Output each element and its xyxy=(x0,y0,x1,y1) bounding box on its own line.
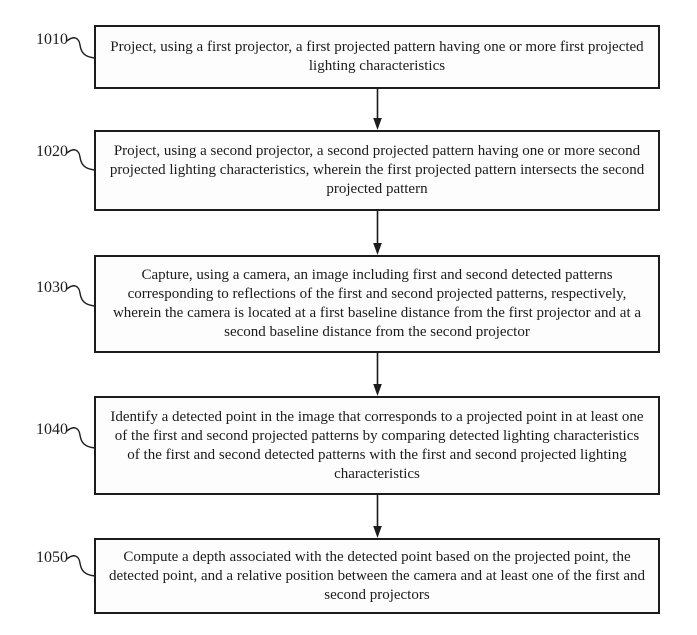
step-ref-1010: 1010 xyxy=(36,31,68,48)
step-ref-1030: 1030 xyxy=(36,279,68,296)
ref-connector-line xyxy=(66,285,96,307)
step-text-1010: Project, using a first projector, a firs… xyxy=(110,39,644,74)
flow-down-arrow-icon xyxy=(373,353,382,396)
step-text-1050: Compute a depth associated with the dete… xyxy=(108,548,646,603)
step-ref-1040: 1040 xyxy=(36,421,68,438)
step-ref-1050: 1050 xyxy=(36,549,68,566)
flow-down-arrow-icon xyxy=(373,89,382,130)
flowchart-step-box-1030: Capture, using a camera, an image includ… xyxy=(94,255,660,353)
step-ref-1020: 1020 xyxy=(36,143,68,160)
ref-connector-line xyxy=(66,427,96,449)
flow-down-arrow-icon xyxy=(373,495,382,538)
ref-connector-line xyxy=(66,149,96,171)
flowchart-step-box-1050: Compute a depth associated with the dete… xyxy=(94,538,660,614)
ref-connector-line xyxy=(66,37,96,59)
step-text-1020: Project, using a second projector, a sec… xyxy=(109,143,645,197)
step-text-1030: Capture, using a camera, an image includ… xyxy=(112,267,642,340)
flowchart-step-box-1040: Identify a detected point in the image t… xyxy=(94,396,660,495)
flowchart-step-box-1010: Project, using a first projector, a firs… xyxy=(94,25,660,89)
flow-down-arrow-icon xyxy=(373,211,382,255)
flowchart-step-box-1020: Project, using a second projector, a sec… xyxy=(94,130,660,211)
step-text-1040: Identify a detected point in the image t… xyxy=(110,408,644,482)
ref-connector-line xyxy=(66,555,96,577)
